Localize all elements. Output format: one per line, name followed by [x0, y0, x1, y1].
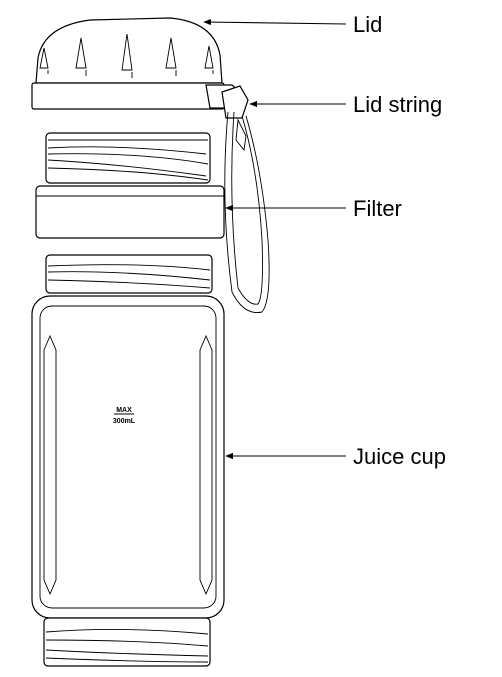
label-lid: Lid [353, 12, 382, 37]
lid-grip-ridges [39, 33, 214, 78]
lid-string-part [221, 85, 270, 314]
cup-bottom-thread [43, 617, 211, 667]
cup-neck-thread [45, 254, 213, 294]
juice-cup-part: MAX 300mL [31, 295, 225, 619]
label-juice-cup: Juice cup [353, 444, 446, 469]
lid-part [31, 17, 241, 110]
cup-volume-label: 300mL [113, 418, 136, 425]
cup-max-label: MAX [116, 407, 132, 414]
label-lid-string: Lid string [353, 92, 442, 117]
label-filter: Filter [353, 196, 402, 221]
filter-part [35, 185, 225, 239]
cup-right-window [199, 334, 213, 596]
lid-leader [203, 19, 347, 26]
cup-left-window [43, 334, 57, 596]
neck-thread-upper [45, 132, 211, 184]
